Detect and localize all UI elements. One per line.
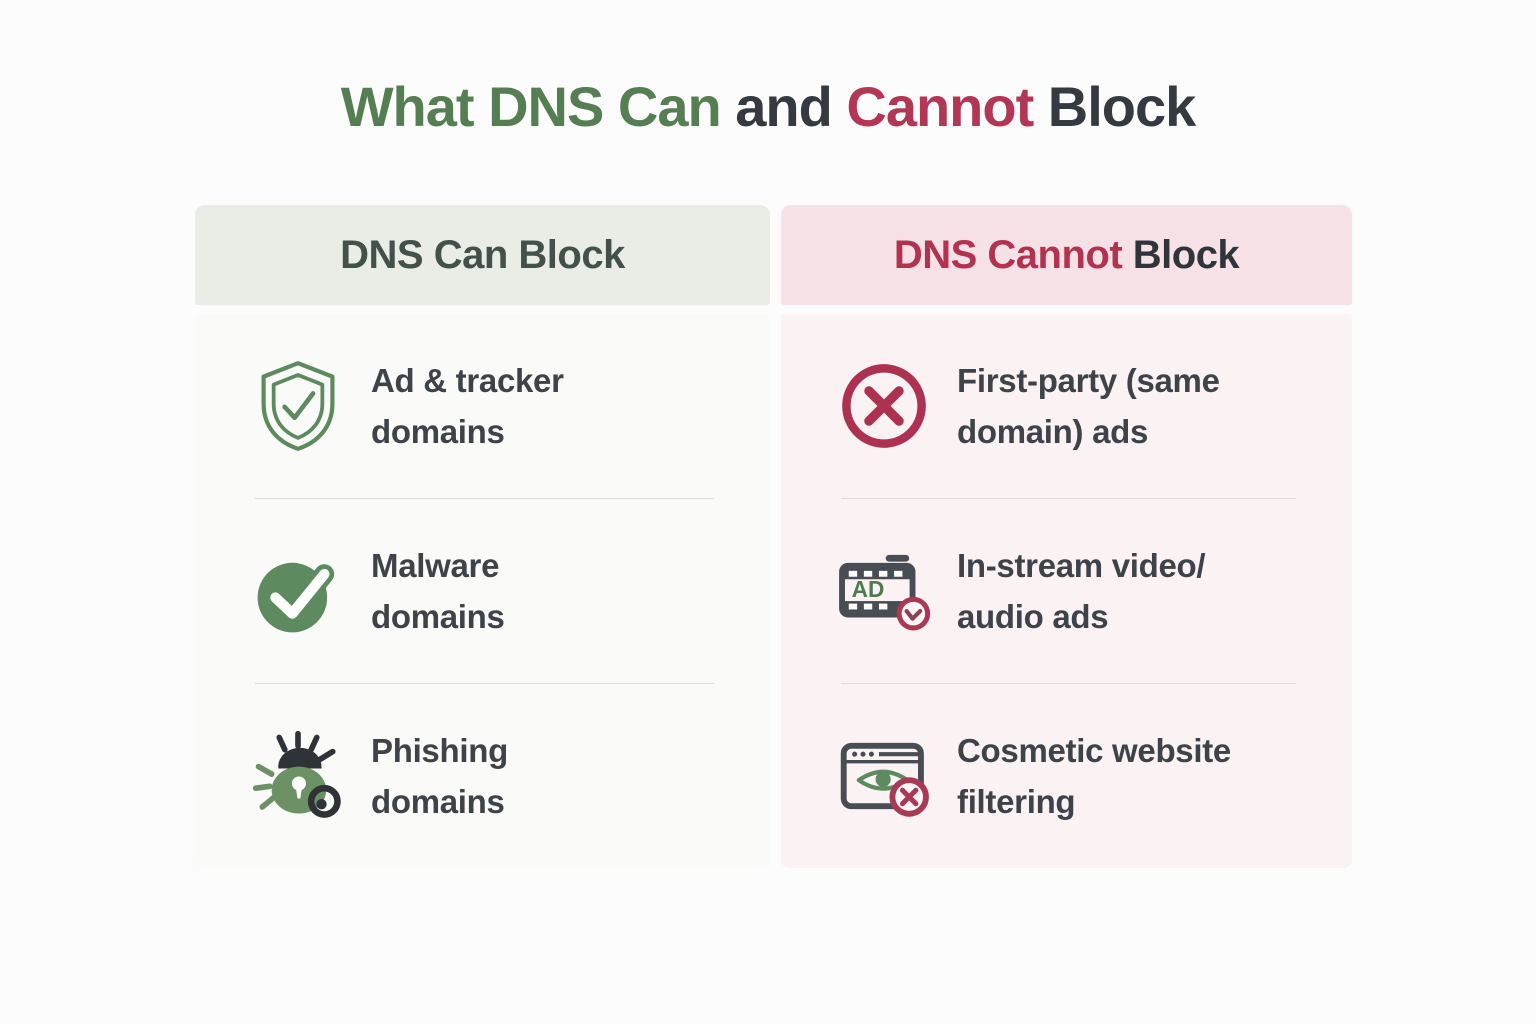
list-item-ad-tracker: Ad & tracker domains [195,314,770,498]
cannot-block-header-accent: DNS Cannot [893,232,1123,277]
title-segment-block: Block [1033,75,1197,138]
cannot-block-header-rest: Block [1122,232,1240,277]
title-segment-green: What DNS Can [340,75,722,138]
item-label: First-party (same domain) ads [957,361,1220,450]
cannot-block-list: First-party (same domain) ads [781,314,1352,868]
divider [841,498,1296,499]
list-item-malware: Malware domains [195,499,770,683]
item-label: Ad & tracker domains [371,361,564,450]
can-block-header: DNS Can Block [195,205,770,305]
item-label: In-stream video/ audio ads [957,546,1206,635]
cannot-block-header: DNS Cannot Block [781,205,1352,305]
shield-check-icon [251,359,345,453]
ad-badge-label: AD [852,576,885,602]
item-label: Malware domains [371,546,505,635]
divider [255,498,714,499]
list-item-cosmetic-filtering: Cosmetic website filtering [781,684,1352,868]
can-block-panel: DNS Can Block Ad & tracker domains [195,205,770,868]
list-item-phishing: Phishing domains [195,684,770,868]
x-circle-icon [837,359,931,453]
list-item-instream-ads: AD In-stream video/ audio ads [781,499,1352,683]
divider [255,683,714,684]
can-block-list: Ad & tracker domains Malware domains [195,314,770,868]
bug-icon [251,729,345,823]
can-block-header-label: DNS Can Block [340,232,625,277]
title-segment-and: and [720,75,847,138]
check-circle-icon [251,544,345,638]
title-segment-cannot: Cannot [846,75,1034,138]
item-label: Cosmetic website filtering [957,731,1231,820]
divider [841,683,1296,684]
list-item-first-party-ads: First-party (same domain) ads [781,314,1352,498]
page-title: What DNS Can and Cannot Block [0,76,1536,138]
film-ad-icon: AD [837,544,931,638]
browser-eye-icon [837,729,931,823]
item-label: Phishing domains [371,731,508,820]
cannot-block-panel: DNS Cannot Block First-party (same domai… [781,205,1352,868]
